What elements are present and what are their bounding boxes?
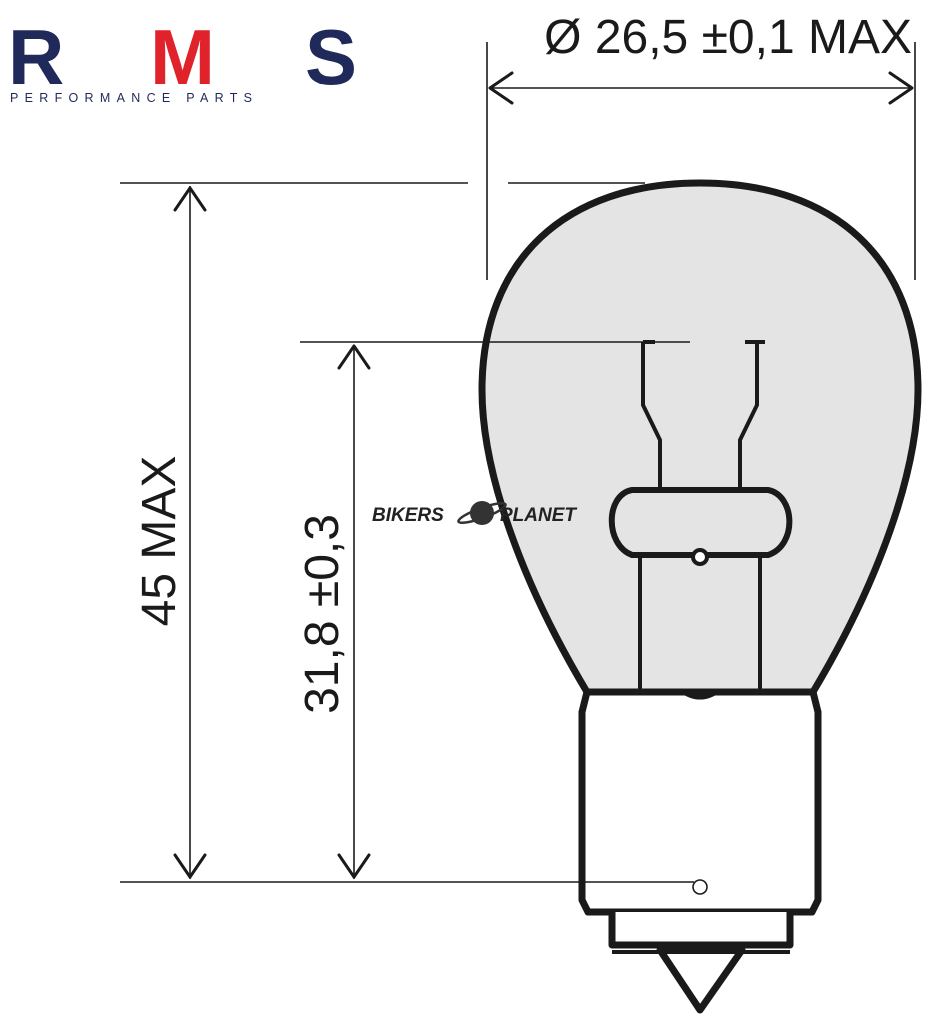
diameter-dimension: Ø 26,5 ±0,1 MAX	[486, 11, 916, 280]
filament-wire-right	[738, 342, 759, 490]
filament-wire-left	[641, 342, 662, 490]
total-height-label: 45 MAX	[133, 456, 186, 627]
diameter-label: Ø 26,5 ±0,1 MAX	[544, 11, 912, 64]
watermark-right: PLANET	[500, 505, 577, 526]
watermark: BIKERS PLANET	[372, 501, 577, 526]
logo-letter-r: R	[8, 13, 64, 101]
bulb-glass	[478, 179, 922, 696]
stem-bottom	[678, 688, 722, 700]
logo-letter-m: M	[150, 13, 215, 101]
light-center-arrow-bottom	[337, 853, 371, 879]
bulb	[478, 179, 922, 1014]
total-height-dimension: 45 MAX	[120, 182, 694, 883]
total-height-arrow-top	[173, 186, 207, 212]
base-pin	[692, 879, 708, 895]
bead-dot	[691, 548, 709, 566]
watermark-left: BIKERS	[372, 505, 444, 526]
logo-tagline: PERFORMANCE PARTS	[10, 91, 258, 105]
bulb-base	[578, 688, 822, 916]
light-center-dimension: 31,8 ±0,3	[296, 341, 690, 879]
diameter-arrow-right	[888, 71, 914, 105]
light-center-label: 31,8 ±0,3	[296, 514, 349, 714]
logo-letter-s: S	[305, 13, 357, 101]
base-contact-tip	[656, 946, 746, 1014]
light-center-arrow-top	[337, 344, 371, 370]
logo-spa: SPA	[318, 76, 335, 86]
diameter-arrow-left	[488, 71, 514, 105]
base-rim	[608, 912, 794, 949]
planet-icon	[457, 501, 507, 525]
total-height-arrow-bottom	[173, 853, 207, 879]
rms-logo: R M S SPA PERFORMANCE PARTS	[8, 13, 357, 105]
glass-bead	[608, 487, 793, 558]
